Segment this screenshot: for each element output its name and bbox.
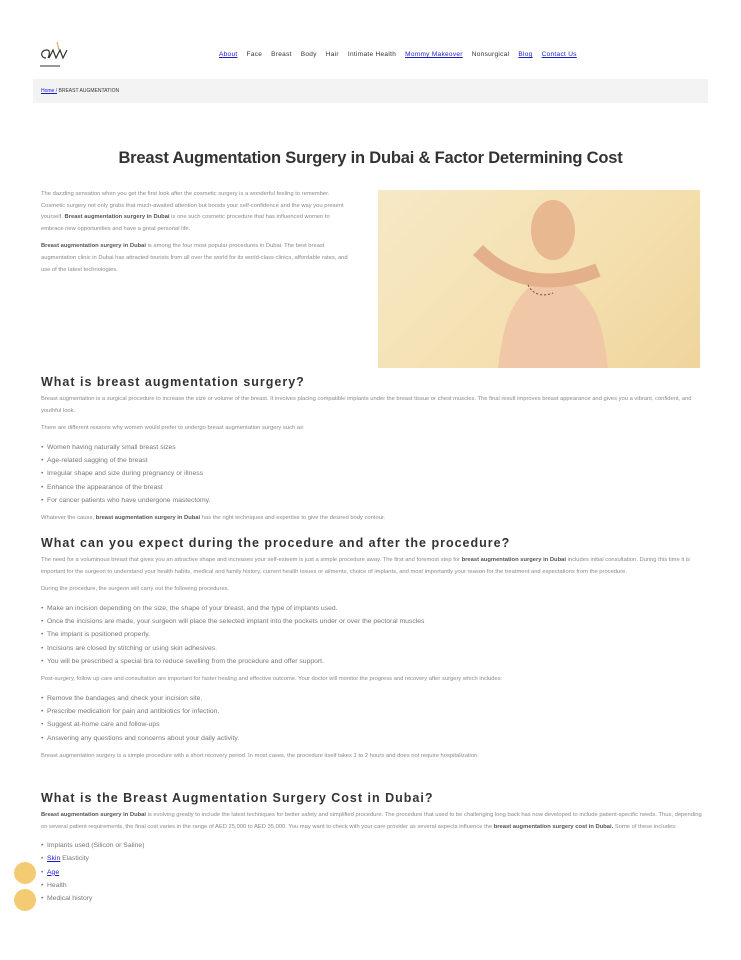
list-item: Health: [41, 879, 706, 893]
list-item: The implant is positioned properly.: [41, 628, 706, 642]
nav-intimate-health[interactable]: Intimate Health: [347, 51, 397, 58]
bold-text: Breast augmentation surgery in Dubai: [41, 243, 147, 250]
list-item: Age-related sagging of the breast: [41, 454, 706, 468]
nav-nonsurgical[interactable]: Nonsurgical: [471, 51, 510, 58]
paragraph: The need for a voluminous breast that gi…: [41, 555, 706, 578]
text: is among the four most popular procedure…: [41, 243, 348, 273]
paragraph: Breast augmentation surgery in Dubai is …: [41, 810, 706, 833]
aftercare-list: Remove the bandages and check your incis…: [41, 692, 706, 745]
section-heading: What can you expect during the procedure…: [41, 536, 511, 550]
text: Elasticity: [60, 855, 89, 863]
list-item: Medical history: [41, 892, 706, 906]
text: Whatever the cause,: [41, 515, 96, 522]
nav-mommy-makeover[interactable]: Mommy Makeover: [405, 51, 463, 58]
list-item: Enhance the appearance of the breast: [41, 481, 706, 495]
text: is one such cosmetic procedure that has …: [41, 214, 330, 232]
list-item: Answering any questions and concerns abo…: [41, 732, 706, 746]
section-heading: What is breast augmentation surgery?: [41, 375, 305, 389]
intro-paragraph: The dazzling sensation when you get the …: [41, 189, 353, 235]
list-item: Suggest at-home care and follow-ups: [41, 718, 706, 732]
section-cost: What is the Breast Augmentation Surgery …: [41, 790, 706, 912]
nav-blog[interactable]: Blog: [518, 51, 533, 58]
intro: The dazzling sensation when you get the …: [41, 189, 353, 282]
nav-about[interactable]: About: [219, 51, 238, 58]
list-item: Women having naturally small breast size…: [41, 441, 706, 455]
text: The need for a voluminous breast that gi…: [41, 557, 462, 563]
nav-breast[interactable]: Breast: [271, 51, 292, 58]
list-item: Implants used (Silicon or Saline): [41, 839, 706, 853]
phone-float-button[interactable]: [14, 889, 36, 911]
text: is evolving greatly to include the lates…: [41, 812, 702, 830]
bold-text: breast augmentation surgery in Dubai: [461, 557, 566, 563]
list-item: Skin Elasticity: [41, 852, 706, 866]
text: Some of these includes:: [613, 823, 677, 830]
nav-hair[interactable]: Hair: [325, 51, 339, 58]
breadcrumb-home[interactable]: Home /: [41, 88, 58, 94]
text: The dazzling sensation when you get the …: [41, 191, 344, 221]
paragraph: During the procedure, the surgeon will c…: [41, 586, 230, 593]
main-nav: About Face Breast Body Hair Intimate Hea…: [219, 51, 577, 58]
whatsapp-float-button[interactable]: [14, 862, 36, 884]
list-item: Make an incision depending on the size, …: [41, 602, 706, 616]
age-link[interactable]: Age: [47, 868, 60, 876]
procedure-list: Make an incision depending on the size, …: [41, 602, 706, 669]
text: has the right techniques and expertise t…: [200, 515, 386, 522]
paragraph: There are different reasons why women wo…: [41, 425, 305, 432]
section-heading: What is the Breast Augmentation Surgery …: [41, 791, 434, 805]
bold-text: Breast augmentation surgery in Dubai: [64, 214, 170, 221]
list-item: Incisions are closed by stitching or usi…: [41, 642, 706, 656]
cost-factors-list: Implants used (Silicon or Saline) Skin E…: [41, 839, 706, 906]
paragraph: Breast augmentation is a surgical proced…: [41, 396, 692, 414]
bold-text: breast augmentation surgery in Dubai: [95, 515, 201, 522]
nav-face[interactable]: Face: [246, 51, 263, 58]
list-item: For cancer patients who have undergone m…: [41, 494, 706, 508]
list-item: Irregular shape and size during pregnanc…: [41, 467, 706, 481]
section-procedure: What can you expect during the procedure…: [41, 535, 706, 769]
list-item: Remove the bandages and check your incis…: [41, 692, 706, 706]
breadcrumb-current: BREAST AUGMENTATION: [58, 88, 120, 94]
bold-text: breast augmentation surgery cost in Duba…: [493, 823, 614, 830]
reasons-list: Women having naturally small breast size…: [41, 441, 706, 508]
paragraph: Breast augmentation surgery is a simple …: [41, 753, 479, 760]
logo[interactable]: [38, 40, 78, 72]
bold-text: Breast augmentation surgery in Dubai: [41, 812, 147, 818]
hero-image: [378, 190, 700, 368]
paragraph: Whatever the cause, breast augmentation …: [41, 513, 706, 525]
nav-contact-us[interactable]: Contact Us: [541, 51, 577, 58]
text: includes initial consultation. During th…: [41, 557, 691, 575]
skin-link[interactable]: Skin: [47, 855, 61, 863]
nav-body[interactable]: Body: [300, 51, 317, 58]
list-item: Once the incisions are made, your surgeo…: [41, 615, 706, 629]
breadcrumb: Home / BREAST AUGMENTATION: [33, 79, 708, 103]
page-title: Breast Augmentation Surgery in Dubai & F…: [118, 149, 623, 167]
section-what-is: What is breast augmentation surgery? Bre…: [41, 374, 706, 531]
paragraph: Post-surgery, follow up care and consult…: [41, 676, 503, 683]
intro-paragraph: Breast augmentation surgery in Dubai is …: [41, 241, 353, 276]
list-item: You will be prescribed a special bra to …: [41, 655, 706, 669]
list-item: Prescribe medication for pain and antibi…: [41, 705, 706, 719]
list-item: Age: [41, 866, 706, 880]
